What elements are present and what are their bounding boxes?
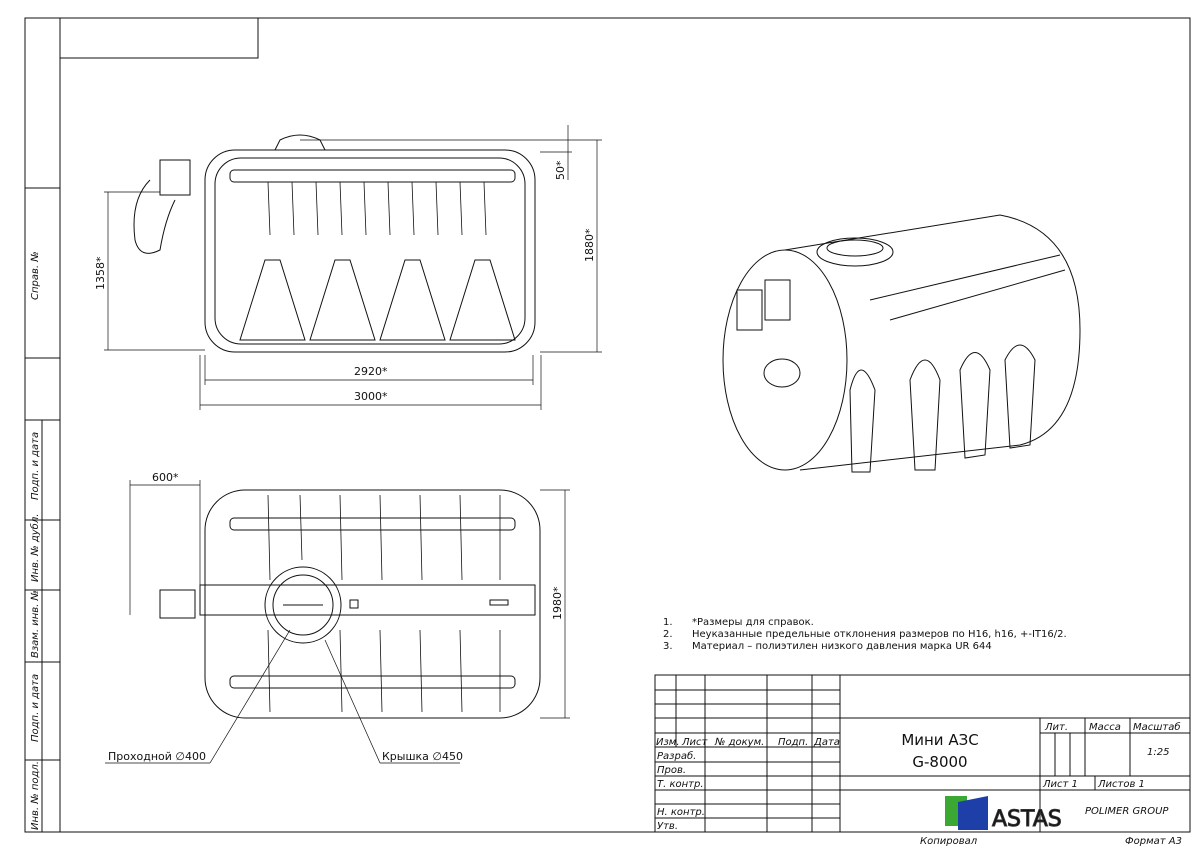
scale-value: 1:25: [1147, 747, 1169, 758]
lid-circle: [264, 566, 342, 644]
dim-50: 50*: [554, 160, 567, 180]
strip-label: Инв. № подл.: [30, 761, 41, 830]
format-label: Формат А3: [1125, 836, 1182, 847]
mass-label: Масса: [1089, 722, 1121, 733]
role-checked: Пров.: [657, 765, 686, 776]
side-strip: Справ. № Подп. и дата Инв. № дубл. Взам.…: [25, 187, 60, 832]
hdr-doc: № докум.: [714, 737, 764, 748]
lit-label: Лит.: [1044, 722, 1068, 733]
isometric-view: [722, 214, 1081, 473]
svg-text:3.: 3.: [663, 641, 673, 652]
callout-manhole: Проходной ∅400: [108, 750, 206, 763]
role-tech-control: Т. контр.: [657, 779, 704, 790]
note-2: Неуказанные предельные отклонения размер…: [692, 629, 1067, 640]
hdr-list: Лист: [681, 737, 709, 748]
hdr-date: Дата: [813, 737, 840, 748]
inner-frame: [59, 17, 1191, 833]
side-dimensions: [104, 125, 602, 410]
astas-logo: ASTAS: [945, 796, 1062, 833]
top-dimensions: [105, 480, 570, 764]
top-left-box: [59, 17, 259, 59]
callout-lid: Крышка ∅450: [382, 750, 463, 763]
role-approved: Утв.: [657, 821, 678, 832]
note-3: Материал – полиэтилен низкого давления м…: [692, 641, 992, 652]
dim-2920: 2920*: [354, 365, 388, 378]
strip-label: Справ. №: [30, 251, 41, 300]
dim-1880: 1880*: [583, 228, 596, 262]
strip-label: Взам. инв. №: [30, 590, 41, 658]
scale-label: Масштаб: [1133, 721, 1181, 733]
outer-frame: [24, 17, 1191, 833]
note-1: *Размеры для справок.: [692, 617, 814, 628]
side-view: [133, 134, 536, 353]
sheet-number: Лист 1: [1042, 779, 1078, 790]
hose: [133, 179, 176, 254]
strip-label: Подп. и дата: [30, 674, 41, 742]
svg-text:1.: 1.: [663, 617, 673, 628]
dim-1358: 1358*: [94, 256, 107, 290]
company-name: POLIMER GROUP: [1085, 806, 1169, 817]
drawing-title: Мини АЗС: [901, 731, 978, 749]
sheet-count: Листов 1: [1097, 779, 1145, 790]
strip-label: Подп. и дата: [30, 432, 41, 500]
drawing-code: G-8000: [912, 753, 967, 771]
dim-600: 600*: [152, 471, 179, 484]
role-norm-control: Н. контр.: [657, 807, 705, 818]
hdr-izm: Изм.: [656, 737, 680, 748]
strip-label: Инв. № дубл.: [29, 514, 41, 582]
hdr-sign: Подп.: [778, 737, 808, 748]
title-block: [654, 674, 1191, 833]
dim-3000: 3000*: [354, 390, 388, 403]
watermark-text: ASTAS: [992, 807, 1062, 832]
notes: 1. *Размеры для справок. 2. Неуказанные …: [663, 617, 1067, 652]
dim-1980: 1980*: [551, 586, 564, 620]
pump-unit-top: [159, 589, 196, 619]
copied-label: Копировал: [920, 836, 978, 847]
manhole-circle: [272, 574, 334, 636]
role-developer: Разраб.: [657, 750, 696, 762]
pump-unit: [159, 159, 191, 196]
top-view: [159, 489, 541, 719]
svg-text:2.: 2.: [663, 629, 673, 640]
